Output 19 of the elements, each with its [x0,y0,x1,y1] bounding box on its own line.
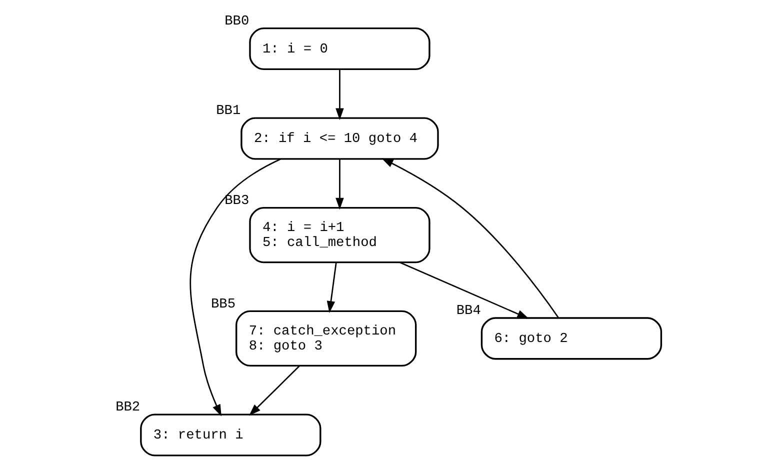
arrow [326,262,337,312]
node-box: 3: return i [140,413,322,456]
node-label: BB5 [211,296,236,312]
node-box: 7: catch_exception 8: goto 3 [235,310,417,366]
arrow [190,158,281,416]
node-box: 1: i = 0 [249,26,430,70]
node-box: 2: if i <= 10 goto 4 [240,116,439,160]
node-box: 4: i = i+1 5: call_method [249,206,430,263]
node-label: BB4 [456,304,481,319]
arrow [248,364,300,416]
arrow [336,68,344,120]
arrow [381,158,560,318]
node-label: BB0 [224,14,250,29]
node-label: BB3 [224,193,250,208]
node-label: BB2 [116,400,140,416]
node-label: BB1 [216,104,241,119]
arrow [336,158,344,210]
arrow [399,261,529,318]
node-box: 6: goto 2 [480,316,662,360]
